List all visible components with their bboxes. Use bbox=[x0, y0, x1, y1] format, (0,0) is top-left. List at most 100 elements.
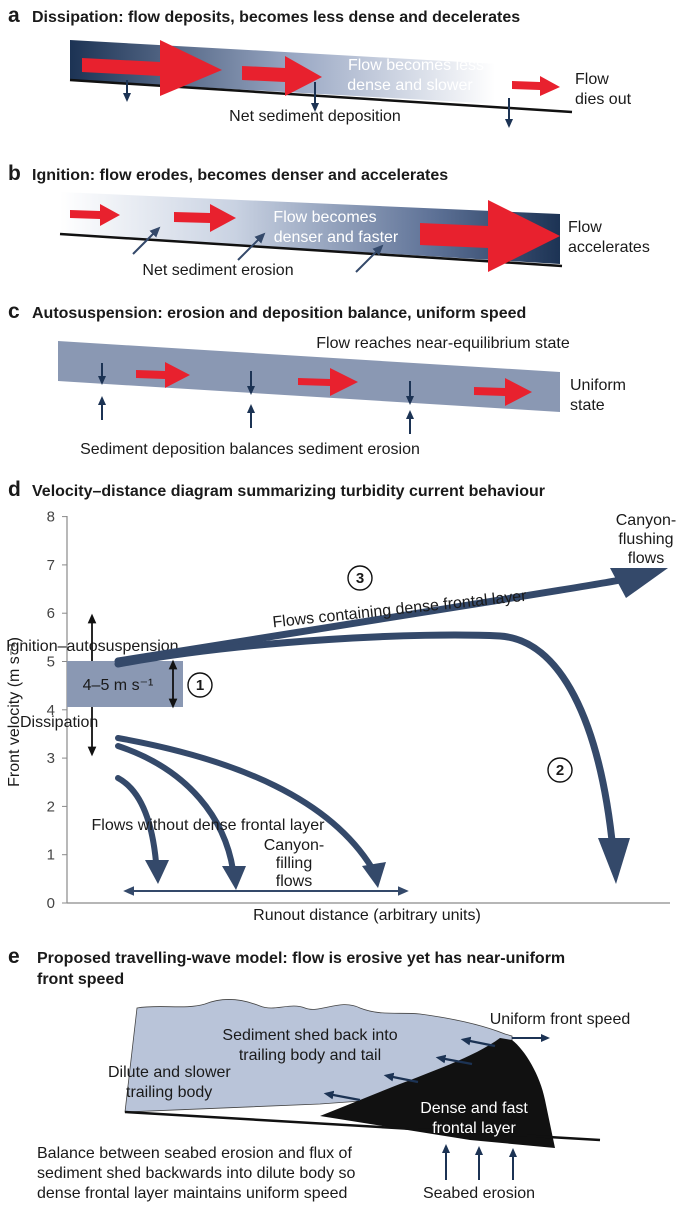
dense-label-1: Dense and fast bbox=[420, 1100, 528, 1117]
curve-dissipating-long-head bbox=[362, 862, 386, 888]
erosion-arrow-3 bbox=[355, 244, 384, 273]
panel-c: c Autosuspension: erosion and deposition… bbox=[8, 300, 626, 458]
dissipation-label: Dissipation bbox=[20, 714, 98, 731]
shed-label-1: Sediment shed back into bbox=[222, 1027, 397, 1044]
panel-a-end-label-2: dies out bbox=[575, 91, 632, 108]
red-arrow-c2 bbox=[298, 368, 358, 396]
y-tick-label: 4 bbox=[47, 702, 55, 719]
red-arrow-c1 bbox=[136, 362, 190, 388]
y-tick-label: 1 bbox=[47, 847, 55, 864]
curve-collapsing-dense bbox=[114, 631, 617, 854]
canyon-flushing-2: flushing bbox=[618, 531, 673, 548]
y-tick-label: 5 bbox=[47, 654, 55, 671]
red-arrow-c3 bbox=[474, 378, 532, 406]
panel-c-top-label: Flow reaches near-equilibrium state bbox=[316, 335, 570, 352]
panel-e: e Proposed travelling-wave model: flow i… bbox=[8, 945, 630, 1202]
panel-b-mid-label-2: denser and faster bbox=[274, 229, 399, 246]
x-axis-label: Runout distance (arbitrary units) bbox=[253, 907, 481, 924]
shed-arrow-4 bbox=[323, 1090, 361, 1102]
panel-b-heading: Ignition: flow erodes, becomes denser an… bbox=[32, 167, 448, 184]
seabed-line-a bbox=[69, 78, 573, 114]
panel-b-bottom-label: Net sediment erosion bbox=[142, 262, 293, 279]
canyon-filling-3: flows bbox=[276, 873, 312, 890]
dense-label-2: frontal layer bbox=[432, 1120, 516, 1137]
y-tick-label: 7 bbox=[47, 557, 55, 574]
panel-a: a Dissipation: flow deposits, becomes le… bbox=[8, 4, 632, 128]
shed-label-2: trailing body and tail bbox=[239, 1047, 381, 1064]
red-arrow-medium bbox=[242, 56, 322, 96]
red-arrow-large bbox=[82, 40, 222, 96]
uniform-speed-label: Uniform front speed bbox=[490, 1011, 631, 1028]
seabed-line-b bbox=[59, 232, 563, 268]
panel-b: b Ignition: flow erodes, becomes denser … bbox=[8, 162, 650, 279]
no-dense-layer-label: Flows without dense frontal layer bbox=[92, 817, 326, 834]
marker-3-circle bbox=[347, 565, 373, 591]
balance-label-3: dense frontal layer maintains uniform sp… bbox=[37, 1185, 347, 1202]
red-arrow-medium-b bbox=[174, 204, 236, 232]
panel-b-mid-label-1: Flow becomes bbox=[273, 209, 376, 226]
y-tick-label: 3 bbox=[47, 750, 55, 767]
curve-dissipating-short bbox=[115, 775, 159, 865]
y-tick-label: 2 bbox=[47, 798, 55, 815]
panel-d-letter: d bbox=[8, 478, 21, 501]
y-tick-label: 8 bbox=[47, 509, 55, 526]
panel-b-letter: b bbox=[8, 162, 21, 185]
panel-a-bottom-label: Net sediment deposition bbox=[229, 108, 401, 125]
red-arrow-small bbox=[512, 76, 560, 96]
y-ticks: 0 1 2 3 4 5 6 7 8 bbox=[47, 509, 67, 912]
canyon-flushing-1: Canyon- bbox=[616, 512, 676, 529]
dilute-label-1: Dilute and slower bbox=[108, 1064, 231, 1081]
panel-b-end-label-2: accelerates bbox=[568, 239, 650, 256]
marker-1-circle bbox=[187, 672, 213, 698]
red-arrow-large-b bbox=[420, 200, 560, 272]
ignition-flow-band bbox=[60, 192, 560, 264]
shed-arrow-1 bbox=[460, 1036, 496, 1048]
velocity-range-label: 4–5 m s⁻¹ bbox=[83, 677, 154, 694]
panel-e-letter: e bbox=[8, 945, 20, 968]
marker-2-circle bbox=[547, 757, 573, 783]
canyon-filling-2: filling bbox=[276, 855, 312, 872]
panel-c-bottom-label: Sediment deposition balances sediment er… bbox=[80, 441, 420, 458]
erosion-arrow-1 bbox=[132, 226, 161, 255]
shed-arrow-3 bbox=[383, 1072, 419, 1084]
panel-a-mid-label-2: dense and slower bbox=[347, 77, 473, 94]
panel-b-end-label-1: Flow bbox=[568, 219, 602, 236]
uniform-flow-band bbox=[58, 341, 560, 412]
panel-d-heading: Velocity–distance diagram summarizing tu… bbox=[32, 483, 545, 500]
y-tick-label: 6 bbox=[47, 605, 55, 622]
curve-canyon-flushing-head bbox=[610, 568, 668, 598]
curve-dissipating-mid-head bbox=[222, 866, 246, 890]
panel-a-end-label-1: Flow bbox=[575, 71, 609, 88]
y-tick-label: 0 bbox=[47, 895, 55, 912]
panel-e-heading-1: Proposed travelling-wave model: flow is … bbox=[37, 950, 565, 967]
dilute-label-2: trailing body bbox=[126, 1084, 212, 1101]
panel-a-heading: Dissipation: flow deposits, becomes less… bbox=[32, 9, 520, 26]
seabed-erosion-label: Seabed erosion bbox=[423, 1185, 535, 1202]
canyon-flushing-3: flows bbox=[628, 550, 664, 567]
panel-a-letter: a bbox=[8, 4, 20, 27]
marker-1: 1 bbox=[196, 677, 204, 694]
panel-e-heading-2: front speed bbox=[37, 971, 124, 988]
balance-label-2: sediment shed backwards into dilute body… bbox=[37, 1165, 356, 1182]
seabed-line-e bbox=[124, 1110, 601, 1142]
curve-dissipating-long bbox=[115, 735, 375, 871]
erosion-arrow-2 bbox=[237, 232, 266, 261]
dense-layer-label: Flows containing dense frontal layer bbox=[272, 588, 528, 632]
canyon-filling-1: Canyon- bbox=[264, 837, 324, 854]
panel-c-letter: c bbox=[8, 300, 20, 323]
ignition-label: Ignition–autosuspension bbox=[6, 638, 179, 655]
marker-3: 3 bbox=[356, 570, 364, 587]
marker-2: 2 bbox=[556, 762, 564, 779]
balance-label-1: Balance between seabed erosion and flux … bbox=[37, 1145, 352, 1162]
red-arrow-small-b bbox=[70, 204, 120, 226]
panel-a-mid-label-1: Flow becomes less bbox=[348, 57, 484, 74]
curve-dissipating-short-head bbox=[145, 860, 169, 884]
panel-c-end-label-1: Uniform bbox=[570, 377, 626, 394]
panel-c-heading: Autosuspension: erosion and deposition b… bbox=[32, 305, 526, 322]
velocity-range-box bbox=[67, 661, 183, 707]
curve-dissipating-mid bbox=[115, 743, 236, 873]
panel-c-end-label-2: state bbox=[570, 397, 605, 414]
dense-frontal-layer bbox=[320, 1038, 555, 1148]
curve-collapsing-dense-head bbox=[598, 838, 630, 884]
